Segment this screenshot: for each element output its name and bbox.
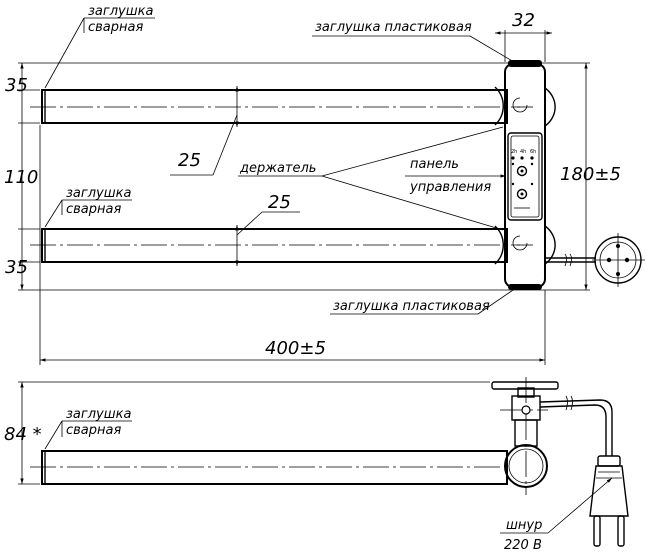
label-cord-line2: 220 В (504, 538, 542, 552)
timer-button (516, 188, 528, 200)
panel-mark-4h: 4h (520, 149, 526, 155)
label-plastic-cap-top-text: заглушка пластиковая (315, 20, 472, 35)
lower-bar (30, 225, 520, 265)
dim-35-top: 35 (5, 75, 28, 96)
dim-400: 400±5 (265, 338, 326, 359)
dim-35-bottom: 35 (5, 257, 28, 278)
label-weld-cap-side-line1: заглушка (66, 407, 131, 422)
label-cord-line1: шнур (506, 518, 542, 533)
label-holder: держатель (238, 126, 504, 231)
label-panel: панель управления (405, 157, 506, 195)
label-plastic-cap-bottom: заглушка пластиковая (330, 287, 517, 315)
label-weld-cap-middle-line2: сварная (66, 202, 121, 217)
label-panel-line1: панель (410, 157, 459, 172)
top-view: 2h 4h 6h (4, 4, 645, 365)
dim-32: 32 (512, 10, 535, 31)
label-weld-cap-top-line1: заглушка (88, 4, 153, 19)
label-weld-cap-top: заглушка сварная (44, 4, 155, 89)
upper-bar (30, 86, 520, 126)
dim-25-left: 25 (178, 150, 201, 171)
label-plastic-cap-top: заглушка пластиковая (312, 20, 515, 63)
label-panel-line2: управления (409, 180, 491, 195)
dim-180: 180±5 (560, 164, 621, 185)
dim-84: 84 * (4, 424, 42, 445)
label-weld-cap-middle-line1: заглушка (66, 186, 131, 201)
plug-top-view (545, 233, 645, 287)
label-holder-text: держатель (239, 161, 316, 176)
panel-mark-6h: 6h (530, 149, 536, 155)
dim-25-right: 25 (268, 192, 291, 213)
side-view: 84 * заглушка сварная шнур 220 В (4, 377, 629, 552)
label-weld-cap-top-line2: сварная (88, 20, 143, 35)
label-cord: шнур 220 В (500, 477, 613, 552)
label-weld-cap-middle: заглушка сварная (44, 186, 132, 228)
label-weld-cap-side-line2: сварная (66, 423, 121, 438)
power-button (516, 165, 528, 177)
panel-mark-2h: 2h (511, 149, 517, 155)
holder-body (504, 60, 556, 290)
dim-110: 110 (4, 167, 38, 188)
control-panel: 2h 4h 6h (507, 132, 543, 221)
label-plastic-cap-bottom-text: заглушка пластиковая (333, 299, 490, 314)
label-weld-cap-side: заглушка сварная (44, 407, 132, 450)
